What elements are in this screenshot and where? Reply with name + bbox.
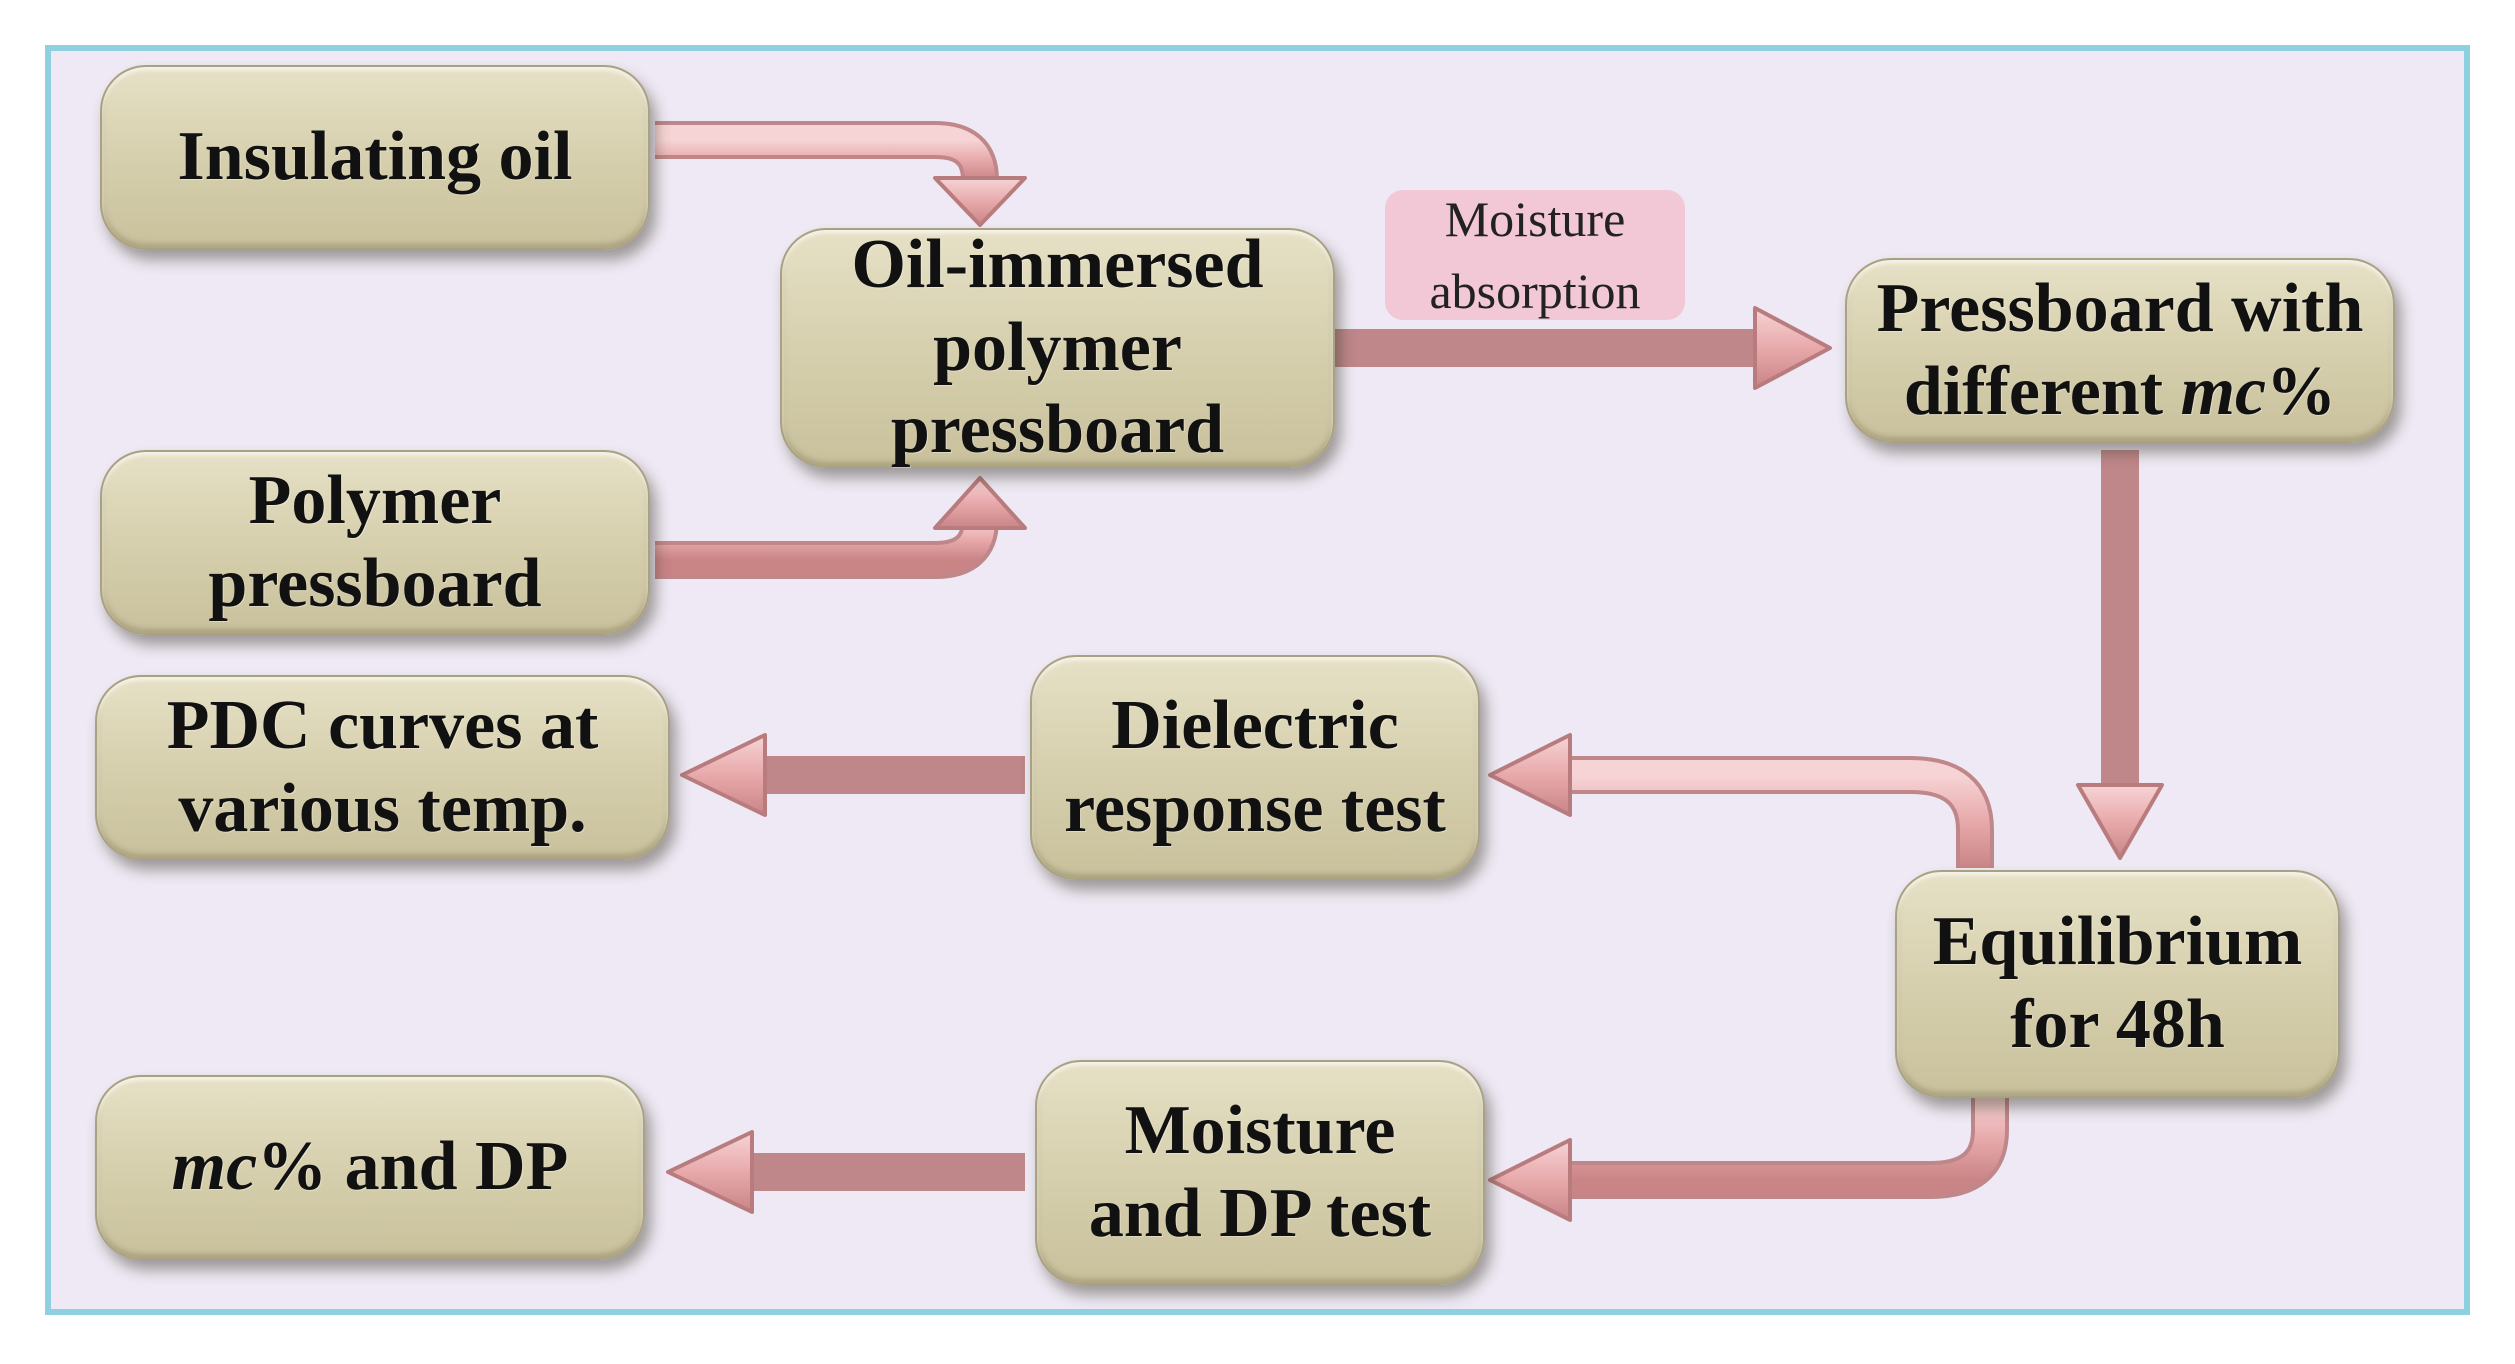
node-insulating-oil: Insulating oil [100,65,650,250]
node-pressboard-mc-label: Pressboard with different mc% [1877,268,2364,433]
node-mc-dp-italic: mc [171,1128,258,1206]
node-equilibrium: Equilibrium for 48h [1895,870,2340,1098]
node-pressboard-different-mc: Pressboard with different mc% [1845,258,2395,443]
arrowhead-dielectric-to-pdc [680,733,767,817]
arrowhead-mc-to-equilibrium [2076,783,2164,860]
node-mc-dp-suffix: % and DP [257,1128,569,1206]
node-pressboard-mc-suffix: % [2266,352,2337,430]
node-oil-immersed-pressboard: Oil-immersed polymer pressboard [780,226,1335,468]
node-pdc-curves-label: PDC curves at various temp. [166,686,599,847]
arrowhead-immersed-to-mc [1753,306,1832,390]
node-pressboard-mc-italic: mc [2180,352,2267,430]
node-mc-dp-label: mc% and DP [172,1126,569,1209]
node-dielectric-label: Dielectric response test [1064,686,1446,847]
node-dielectric-response-test: Dielectric response test [1030,655,1480,880]
edge-label-moisture-absorption-text: Moisture absorption [1429,190,1641,320]
node-equilibrium-label: Equilibrium for 48h [1932,903,2303,1063]
node-insulating-oil-label: Insulating oil [177,118,573,196]
node-polymer-pressboard-label: Polymer pressboard [208,461,542,622]
edge-label-moisture-absorption: Moisture absorption [1385,190,1685,320]
node-mc-and-dp: mc% and DP [95,1075,645,1260]
arrowhead-equilibrium-to-moisture [1488,1138,1572,1222]
arrowhead-pressboard [933,476,1027,530]
arrowhead-equilibrium-to-dielectric [1488,733,1572,817]
node-pdc-curves: PDC curves at various temp. [95,675,670,860]
node-moisture-dp-label: Moisture and DP test [1088,1091,1432,1252]
node-polymer-pressboard: Polymer pressboard [100,450,650,635]
node-moisture-dp-test: Moisture and DP test [1035,1060,1485,1285]
arrowhead-moisture-to-mcdp [666,1130,754,1214]
arrowhead-oil [933,176,1027,227]
node-pressboard-mc-prefix: Pressboard with different [1876,269,2364,430]
node-oil-immersed-label: Oil-immersed polymer pressboard [851,226,1264,469]
